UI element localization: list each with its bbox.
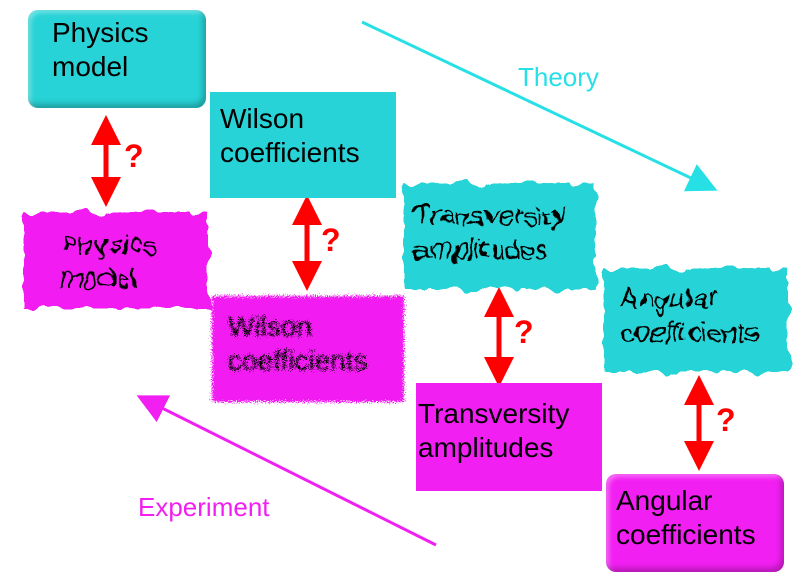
theory-physics-model-box: Physics model	[28, 10, 206, 108]
theory-transversity-label: Transversity amplitudes	[414, 200, 566, 265]
experiment-angular-box: Angular coefficients	[606, 474, 784, 572]
theory-transversity-box: Transversity amplitudes	[404, 183, 596, 289]
question-mark-physics: ?	[124, 138, 144, 174]
theory-angular-label: Angular coefficients	[620, 283, 760, 348]
theory-direction-label: Theory	[518, 62, 599, 92]
experiment-physics-model-label: Physics model	[60, 229, 157, 294]
question-mark-wilson: ?	[321, 222, 341, 258]
experiment-wilson-label: Wilson coefficients	[228, 311, 368, 376]
experiment-wilson-box: Wilson coefficients	[212, 296, 404, 402]
experiment-transversity-box: Transversity amplitudes	[416, 383, 602, 491]
experiment-physics-model-box: Physics model	[24, 212, 208, 308]
theory-physics-model-label: Physics model	[52, 17, 149, 82]
question-mark-angular: ?	[716, 402, 736, 438]
experiment-arrow	[136, 395, 437, 547]
question-mark-transversity: ?	[514, 314, 534, 350]
theory-wilson-box: Wilson coefficients	[210, 92, 396, 198]
theory-angular-box: Angular coefficients	[604, 268, 788, 372]
theory-wilson-label: Wilson coefficients	[220, 103, 360, 168]
experiment-transversity-label: Transversity amplitudes	[418, 398, 570, 463]
experiment-direction-label: Experiment	[138, 492, 270, 522]
theory-arrow	[361, 20, 718, 192]
experiment-angular-label: Angular coefficients	[616, 485, 756, 550]
